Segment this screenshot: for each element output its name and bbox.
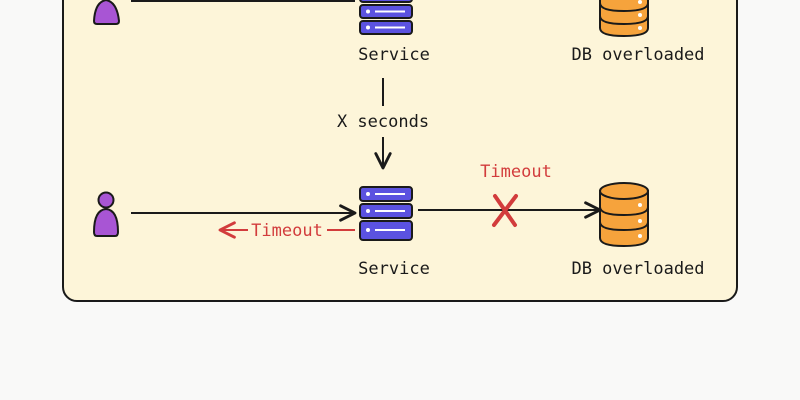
server-stack-icon [359, 0, 413, 35]
db-label: DB overloaded [571, 259, 704, 279]
x-mark-icon [492, 194, 518, 227]
user-timeout-label: Timeout [251, 221, 323, 241]
database-cylinder-icon [599, 182, 649, 248]
server-stack-icon [359, 186, 413, 241]
person-icon [92, 0, 121, 25]
db-timeout-label: Timeout [480, 162, 552, 182]
wait-label: X seconds [337, 112, 429, 132]
service-label: Service [358, 259, 430, 279]
person-icon [92, 191, 120, 237]
service-label: Service [358, 45, 430, 65]
db-label: DB overloaded [571, 45, 704, 65]
database-cylinder-icon [599, 0, 649, 38]
